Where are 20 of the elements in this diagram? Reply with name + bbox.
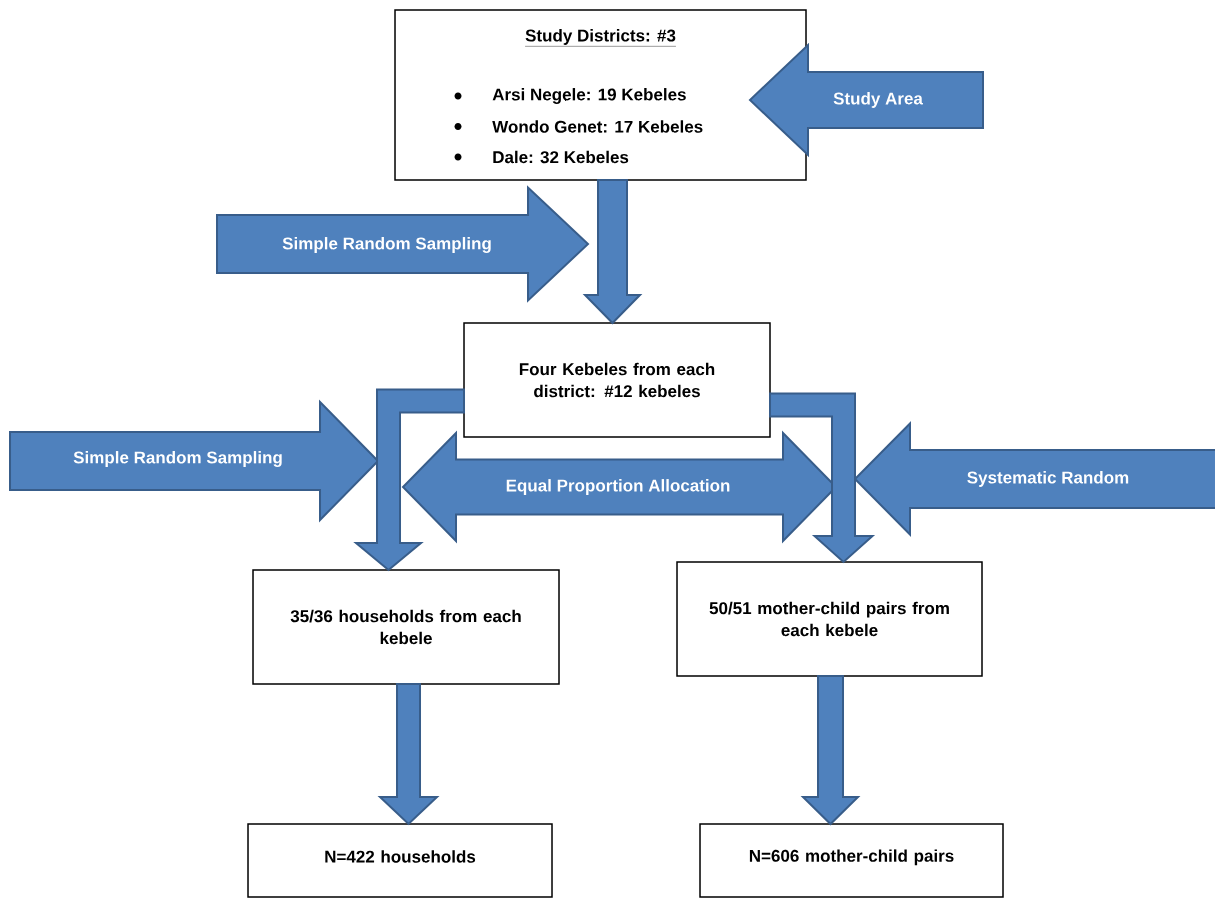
label-banner: Simple Random Sampling [216, 185, 590, 303]
text-box [394, 9, 807, 181]
block-arrow [769, 392, 876, 564]
text-box: Four Kebeles from each district: #12 kebeles [463, 322, 771, 438]
label-banner: Equal Proportion Allocation [401, 430, 838, 544]
label-banner: Study Area [748, 42, 984, 158]
label-banner: Systematic Random [853, 421, 1215, 537]
text-box: 50/51 mother-child pairs from each kebele [676, 561, 983, 677]
text-box: N=606 mother-child pairs [699, 823, 1004, 898]
text-box: N=422 households [247, 823, 553, 898]
list-item: Wondo Genet: 17 Kebeles [492, 120, 703, 133]
block-arrow [353, 388, 465, 572]
list-item: Arsi Negele: 19 Kebeles [492, 88, 686, 104]
text-box: 35/36 households from each kebele [252, 569, 560, 685]
block-arrow [377, 683, 440, 826]
block-arrow [582, 179, 643, 325]
heading: Study Districts: #3 [524, 29, 677, 47]
block-arrow [800, 675, 861, 826]
label-banner: Simple Random Sampling [9, 399, 380, 523]
list-item: Dale: 32 Kebeles [493, 150, 629, 164]
